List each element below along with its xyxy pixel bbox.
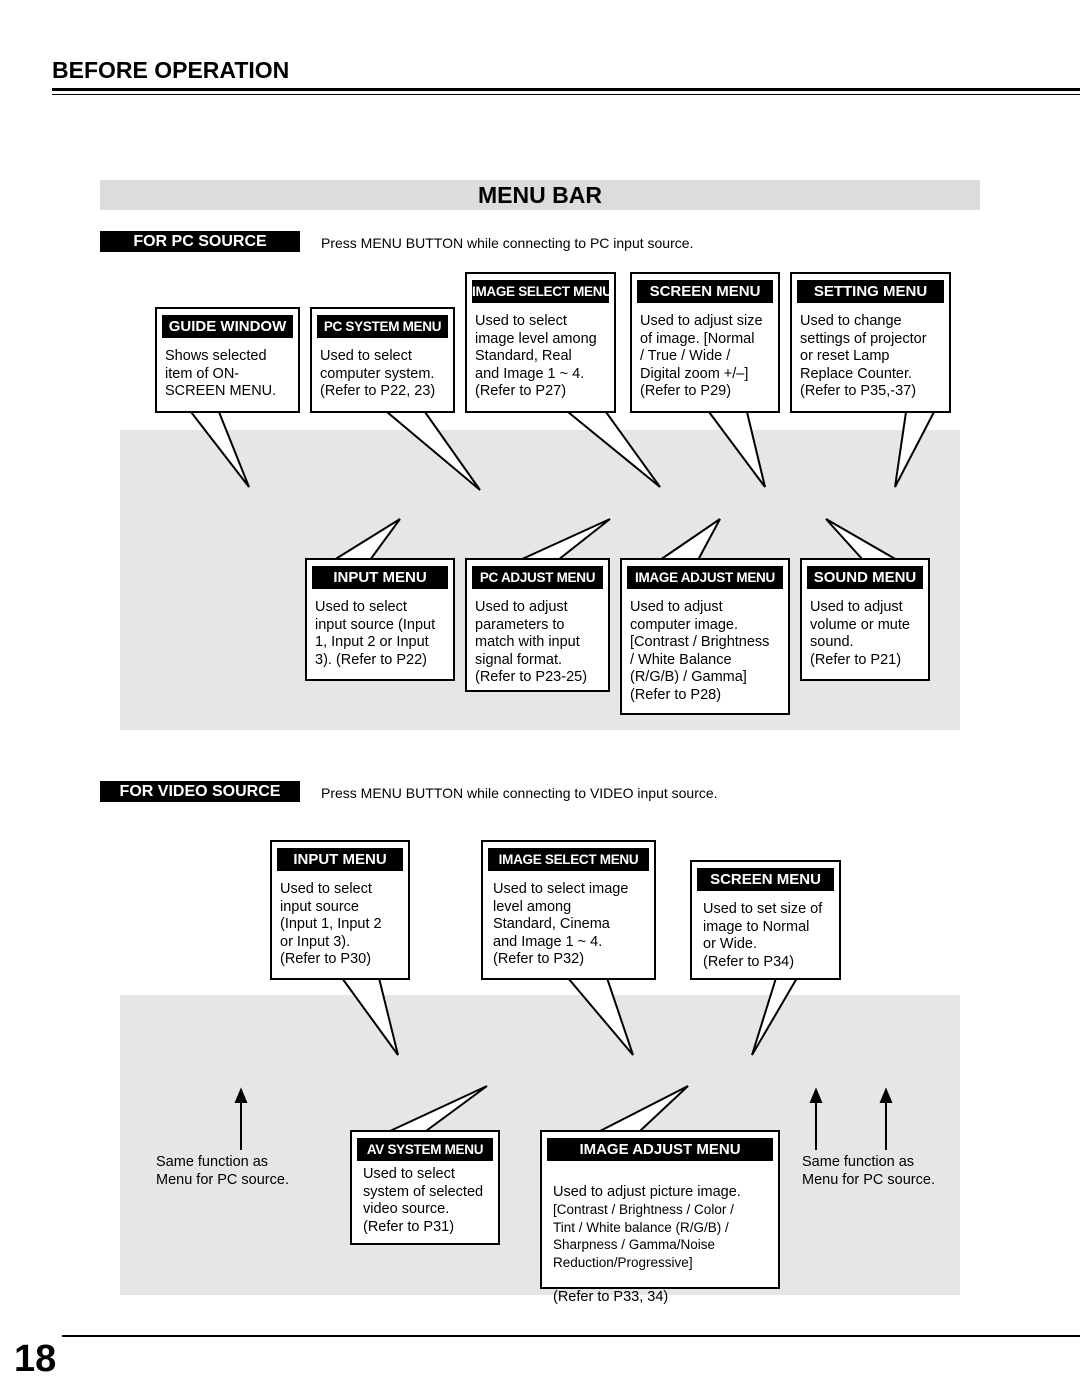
header-rule-thin [52, 94, 1080, 95]
pc-adjust-menu-title: PC ADJUST MENU [472, 566, 603, 589]
sound-menu-box: SOUND MENU Used to adjust volume or mute… [800, 558, 930, 681]
arrow-left-head [234, 1087, 248, 1103]
pointer-video-image-select [565, 977, 634, 1056]
image-adjust-menu-box: IMAGE ADJUST MENU Used to adjust compute… [620, 558, 790, 715]
input-menu-text: Used to select input source (Input 1, In… [315, 599, 436, 668]
pc-source-note: Press MENU BUTTON while connecting to PC… [321, 235, 694, 251]
pointer-input [330, 518, 401, 561]
image-select-menu-title: IMAGE SELECT MENU [472, 280, 609, 303]
pointer-video-screen [751, 977, 799, 1056]
video-image-adjust-menu-box: IMAGE ADJUST MENU Used to adjust picture… [540, 1130, 780, 1305]
setting-menu-text: Used to change settings of projector or … [800, 313, 927, 400]
video-image-adjust-menu-text: Used to adjust picture image. [Contrast … [553, 1166, 774, 1307]
setting-menu-title: SETTING MENU [797, 280, 944, 303]
sound-menu-text: Used to adjust volume or mute sound. (Re… [810, 599, 910, 668]
pointer-guide-window [188, 411, 250, 488]
screen-menu-title: SCREEN MENU [637, 280, 773, 303]
pc-system-menu-text: Used to select computer system. (Refer t… [320, 348, 436, 400]
pc-system-menu-title: PC SYSTEM MENU [317, 315, 448, 338]
pc-source-label: FOR PC SOURCE [100, 231, 300, 252]
image-adjust-menu-text: Used to adjust computer image. [Contrast… [630, 599, 770, 703]
av-system-menu-text: Used to select system of selected video … [363, 1166, 484, 1235]
video-source-label: FOR VIDEO SOURCE [100, 781, 300, 802]
header-rule [52, 88, 1080, 91]
video-image-select-menu-text: Used to select image level among Standar… [493, 881, 629, 968]
video-image-select-menu-box: IMAGE SELECT MENU Used to select image l… [481, 840, 656, 980]
video-screen-menu-box: SCREEN MENU Used to set size of image to… [690, 860, 841, 980]
video-source-note: Press MENU BUTTON while connecting to VI… [321, 785, 718, 801]
sound-menu-title: SOUND MENU [807, 566, 923, 589]
footer-rule [62, 1335, 1080, 1337]
arrow-right2-head [879, 1087, 893, 1103]
same-function-left: Same function as Menu for PC source. [156, 1154, 289, 1188]
guide-window-box: GUIDE WINDOW Shows selected item of ON- … [155, 307, 300, 413]
av-system-menu-title: AV SYSTEM MENU [357, 1138, 493, 1161]
video-image-adjust-detail: [Contrast / Brightness / Color / Tint / … [553, 1202, 734, 1270]
image-select-menu-box: IMAGE SELECT MENU Used to select image l… [465, 272, 616, 413]
pc-adjust-menu-box: PC ADJUST MENU Used to adjust parameters… [465, 558, 610, 692]
pointer-screen [707, 411, 766, 488]
pointer-video-input [340, 977, 399, 1056]
image-adjust-menu-title: IMAGE ADJUST MENU [627, 566, 783, 589]
video-input-menu-title: INPUT MENU [277, 848, 403, 871]
page-number: 18 [14, 1338, 57, 1380]
guide-window-text: Shows selected item of ON- SCREEN MENU. [165, 348, 277, 400]
setting-menu-box: SETTING MENU Used to change settings of … [790, 272, 951, 413]
video-image-adjust-menu-title: IMAGE ADJUST MENU [547, 1138, 773, 1161]
video-screen-menu-title: SCREEN MENU [697, 868, 834, 891]
same-function-right: Same function as Menu for PC source. [802, 1154, 935, 1188]
pc-adjust-menu-text: Used to adjust parameters to match with … [475, 599, 588, 686]
arrow-right1-head [809, 1087, 823, 1103]
input-menu-box: INPUT MENU Used to select input source (… [305, 558, 455, 681]
screen-menu-box: SCREEN MENU Used to adjust size of image… [630, 272, 780, 413]
image-select-menu-text: Used to select image level among Standar… [475, 313, 597, 400]
video-image-adjust-main: Used to adjust picture image. [553, 1183, 741, 1200]
pointer-av-system [389, 1085, 488, 1132]
pointer-pc-adjust [519, 518, 611, 561]
menu-bar-title: MENU BAR [100, 180, 980, 210]
pointer-image-adjust [656, 518, 721, 561]
input-menu-title: INPUT MENU [312, 566, 448, 589]
pointer-video-image-adjust [599, 1085, 689, 1132]
video-input-menu-text: Used to select input source (Input 1, In… [280, 881, 382, 968]
guide-window-title: GUIDE WINDOW [162, 315, 293, 338]
section-title: BEFORE OPERATION [52, 57, 290, 83]
video-image-adjust-ref: (Refer to P33, 34) [553, 1289, 669, 1306]
video-input-menu-box: INPUT MENU Used to select input source (… [270, 840, 410, 980]
pointer-setting [894, 411, 936, 488]
pointer-pc-system [384, 411, 481, 491]
av-system-menu-box: AV SYSTEM MENU Used to select system of … [350, 1130, 500, 1245]
video-image-select-menu-title: IMAGE SELECT MENU [488, 848, 649, 871]
pointer-sound [825, 518, 901, 561]
video-screen-menu-text: Used to set size of image to Normal or W… [703, 901, 823, 970]
screen-menu-text: Used to adjust size of image. [Normal / … [640, 313, 763, 400]
pointer-image-select [565, 411, 661, 488]
pc-system-menu-box: PC SYSTEM MENU Used to select computer s… [310, 307, 455, 413]
